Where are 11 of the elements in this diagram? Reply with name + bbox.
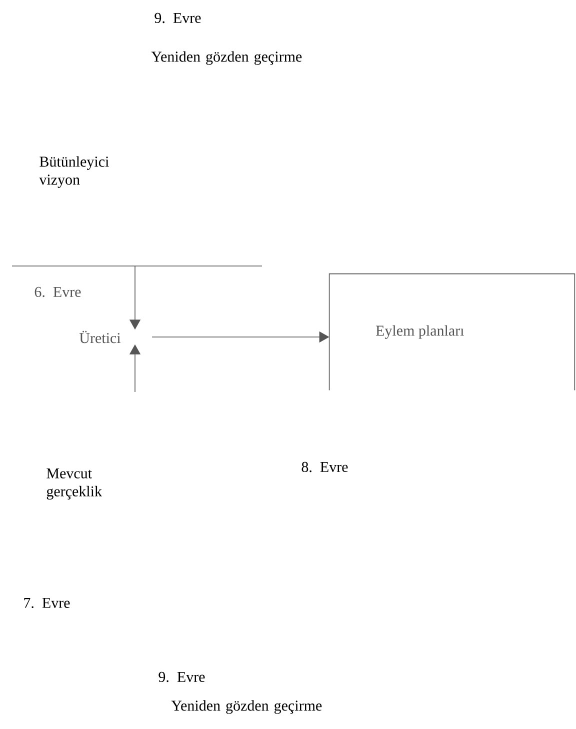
text-label: 6. Evre (34, 286, 81, 298)
text-label: 7. Evre (24, 598, 70, 608)
text-label: Bütünleyici vizyon (39, 156, 109, 188)
text-label: Yeniden gözden geçirme (151, 51, 302, 65)
text-label: Yeniden gözden geçirme (171, 700, 322, 714)
text-label: 9. Evre (154, 12, 201, 24)
text-label: 9. Evre (158, 672, 205, 682)
text-label: 8. Evre (302, 462, 348, 472)
action-box: Eylem planları (328, 273, 576, 391)
process-text: Üretici (80, 330, 121, 344)
text-label: Mevcut gerçeklik (46, 468, 102, 500)
